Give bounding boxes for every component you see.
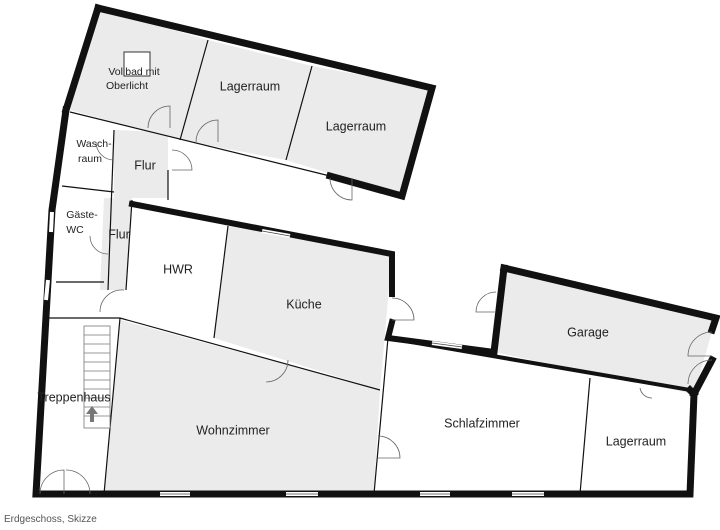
fill-flur-1 — [114, 130, 168, 198]
windows — [44, 211, 544, 496]
wall-top-left — [61, 3, 103, 115]
wall-hwr-left — [125, 199, 133, 291]
label-hwr: HWR — [163, 262, 193, 276]
interior-walls — [46, 39, 591, 495]
label-flur-1: Flur — [134, 158, 156, 172]
label-treppenhaus: Treppenhaus — [37, 390, 110, 404]
wall-flur-left — [107, 129, 115, 291]
wall-lager3-left — [579, 377, 591, 495]
label-flur-2: Flur — [108, 227, 130, 241]
wall-wasch-bottom — [61, 185, 115, 193]
fill-kueche — [214, 226, 392, 390]
fill-wohnzimmer — [104, 320, 380, 492]
wall-wing-bottom — [69, 111, 331, 177]
wall-hwr-right — [213, 225, 229, 339]
label-schlafzimmer: Schlafzimmer — [444, 416, 520, 430]
fill-lager-1 — [180, 40, 312, 160]
fill-lager-2 — [286, 66, 432, 196]
label-gaeste-2: WC — [66, 224, 84, 236]
label-wasch-1: Wasch- — [76, 138, 112, 150]
wall-lager-lager — [285, 65, 313, 161]
label-lager-2: Lagerraum — [326, 119, 386, 133]
label-lager-3: Lagerraum — [606, 434, 666, 448]
plan-caption: Erdgeschoss, Skizze — [4, 514, 97, 525]
wall-schlaf-top — [385, 335, 693, 393]
wall-garage-right — [689, 355, 717, 399]
wall-top-wing — [93, 3, 437, 201]
wall-bad-lager — [179, 39, 209, 141]
label-garage: Garage — [567, 325, 609, 339]
label-kueche: Küche — [286, 297, 321, 311]
label-wasch-2: raum — [78, 153, 102, 165]
wall-hwr-bottom — [119, 317, 381, 391]
wall-left-outer — [32, 106, 108, 498]
skylight-icon — [123, 51, 151, 77]
fill-flur-2 — [100, 198, 132, 290]
stair-arrow-icon — [86, 406, 98, 422]
wall-wohn-left — [103, 317, 121, 495]
room-fills — [70, 8, 716, 492]
outer-walls — [32, 3, 720, 498]
wall-kueche-right — [373, 337, 389, 495]
label-lager-1: Lagerraum — [220, 79, 280, 93]
label-vollbad-2: Oberlicht — [106, 80, 148, 92]
room-labels: Vollbad mit Oberlicht Lagerraum Lagerrau… — [37, 66, 666, 449]
doors — [39, 105, 713, 495]
label-vollbad-1: Vollbad mit — [108, 66, 159, 78]
fill-garage — [494, 268, 716, 394]
label-wohnzimmer: Wohnzimmer — [196, 423, 269, 437]
label-gaeste-1: Gäste- — [66, 209, 98, 221]
